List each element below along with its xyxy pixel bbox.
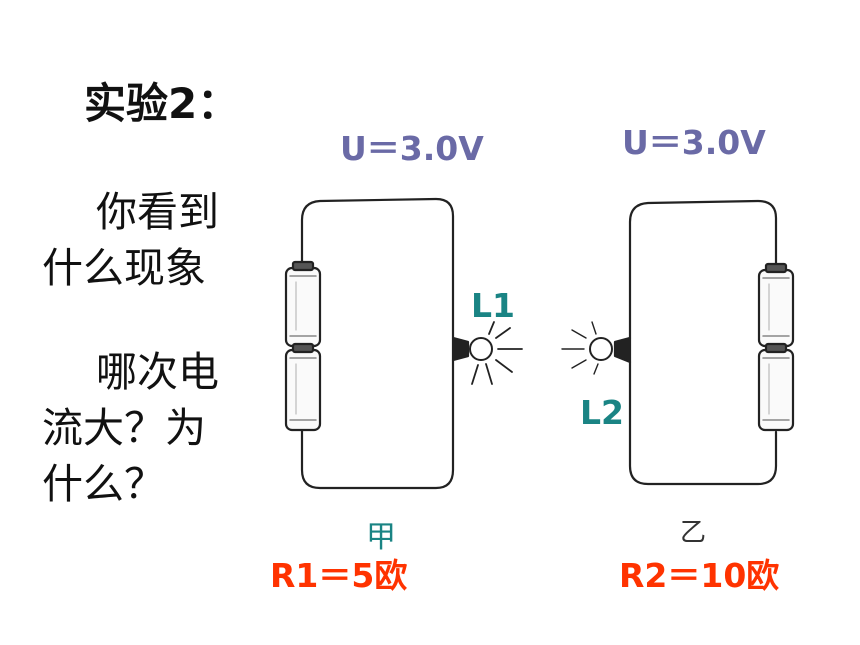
question-1-line-1: 你看到 xyxy=(96,188,219,236)
right-circuit-wire xyxy=(628,199,778,486)
left-battery-top xyxy=(284,260,322,348)
circuit-right xyxy=(561,199,795,486)
right-resistance-label: R2＝10欧 xyxy=(619,556,780,595)
question-2-line-3: 什么？ xyxy=(42,460,165,508)
question-1-line-2: 什么现象 xyxy=(42,244,206,292)
question-2-line-2: 流大？为 xyxy=(42,404,206,452)
right-battery-bottom xyxy=(757,342,795,432)
circuit-left xyxy=(284,197,523,490)
bulb-l2-glow-rays xyxy=(561,321,599,375)
bulb-l1-glow-rays xyxy=(471,321,523,385)
bulb-l1 xyxy=(451,321,523,385)
right-circuit-caption: 乙 xyxy=(680,518,707,548)
right-voltage-label: U＝3.0V xyxy=(622,123,766,162)
experiment-title: 实验2： xyxy=(84,79,240,128)
left-voltage-label: U＝3.0V xyxy=(340,129,484,168)
bulb-l2-label: L2 xyxy=(580,393,624,432)
bulb-l2 xyxy=(561,321,632,375)
question-2-line-1: 哪次电 xyxy=(96,348,219,396)
left-battery-bottom xyxy=(284,342,322,432)
bulb-l1-label: L1 xyxy=(471,286,515,325)
left-resistance-label: R1＝5欧 xyxy=(270,556,408,595)
right-battery-top xyxy=(757,262,795,348)
left-circuit-wire xyxy=(300,197,455,490)
left-circuit-caption: 甲 xyxy=(366,520,396,555)
